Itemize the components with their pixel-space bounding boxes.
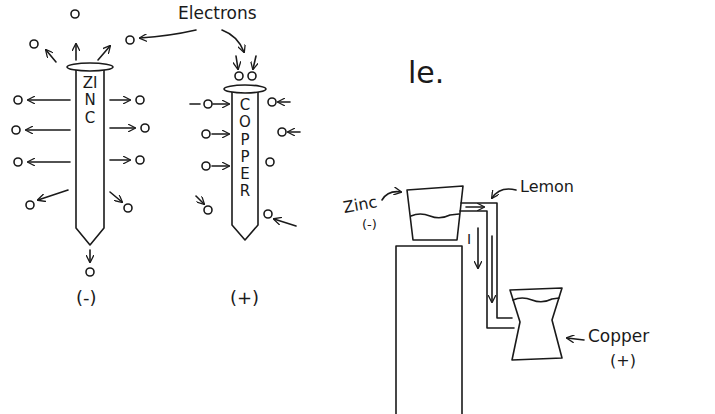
electron-arrow — [288, 131, 300, 133]
electron — [14, 96, 22, 104]
electron — [126, 36, 134, 44]
electron — [136, 96, 144, 104]
nail-head — [224, 85, 266, 93]
electron-arrow — [110, 99, 130, 101]
leader-line — [222, 30, 244, 52]
electron-arrow — [89, 250, 91, 262]
lemon-label: Lemon — [520, 178, 574, 196]
electron — [268, 98, 276, 106]
copper-label: Copper — [588, 327, 649, 346]
metal-name: COPPER — [238, 97, 253, 201]
electron-arrow — [38, 190, 68, 200]
electron — [12, 126, 20, 134]
electron — [204, 206, 212, 214]
leader-line — [492, 189, 516, 198]
electron-arrow — [196, 196, 204, 204]
electron — [86, 268, 94, 276]
electron — [30, 40, 38, 48]
current-arrow — [466, 206, 484, 208]
current-arrow — [477, 228, 479, 268]
electron-arrow — [278, 101, 290, 103]
electron — [266, 158, 274, 166]
electrons-label: Electrons — [178, 4, 257, 23]
electron-arrow — [110, 192, 122, 202]
polarity-sign: (+) — [230, 288, 259, 308]
heading-note: le. — [408, 56, 444, 89]
electron — [202, 130, 210, 138]
electron-arrow — [212, 165, 229, 167]
nail-head — [67, 63, 113, 71]
current-arrow — [491, 236, 493, 302]
electron-arrow — [28, 99, 70, 101]
polarity-sign: (+) — [610, 352, 636, 370]
electron — [124, 204, 132, 212]
metal-name: ZINC — [83, 75, 98, 127]
electron — [141, 124, 149, 132]
electron — [278, 128, 286, 136]
zinc-nail: ZINC — [66, 61, 114, 245]
lemon-battery-sketch — [382, 186, 584, 414]
electron — [26, 201, 34, 209]
copper-nail: COPPER — [223, 83, 267, 240]
nail-shaft — [232, 92, 258, 240]
leader-line — [140, 30, 196, 38]
electron-arrow — [28, 161, 70, 163]
electron — [235, 72, 243, 80]
polarity-sign: (-) — [362, 218, 377, 232]
liquid-level — [411, 214, 459, 218]
electron-arrow — [46, 50, 56, 62]
wire-inner — [460, 211, 514, 328]
zinc-electrons — [12, 10, 149, 276]
electron-arrow — [274, 219, 296, 226]
zinc-cup — [407, 186, 463, 240]
electron — [264, 210, 272, 218]
electron — [136, 156, 144, 164]
zinc-label: Zinc — [342, 193, 379, 216]
electron-arrow — [110, 159, 130, 161]
current-symbol: I — [467, 232, 471, 247]
copper-cup — [510, 288, 562, 360]
pointer-arrow — [382, 192, 401, 200]
stand-block — [396, 246, 462, 414]
leader-line — [567, 338, 584, 340]
electron — [14, 158, 22, 166]
electron-arrow — [110, 127, 135, 129]
electron-arrow — [213, 103, 229, 105]
electron-arrow — [236, 56, 238, 69]
electron — [71, 10, 79, 18]
electron-arrow — [253, 56, 256, 69]
electron-arrow — [190, 103, 200, 105]
electron — [202, 162, 210, 170]
electron — [204, 100, 212, 108]
liquid-level — [513, 298, 559, 302]
electron-arrow — [75, 44, 77, 60]
electrons-pointers — [140, 30, 244, 52]
electron — [248, 72, 256, 80]
electron-arrow — [26, 129, 70, 131]
polarity-sign: (-) — [76, 288, 97, 308]
electron-arrow — [212, 133, 229, 135]
nail-shaft — [76, 70, 104, 245]
electron-arrow — [98, 46, 110, 60]
